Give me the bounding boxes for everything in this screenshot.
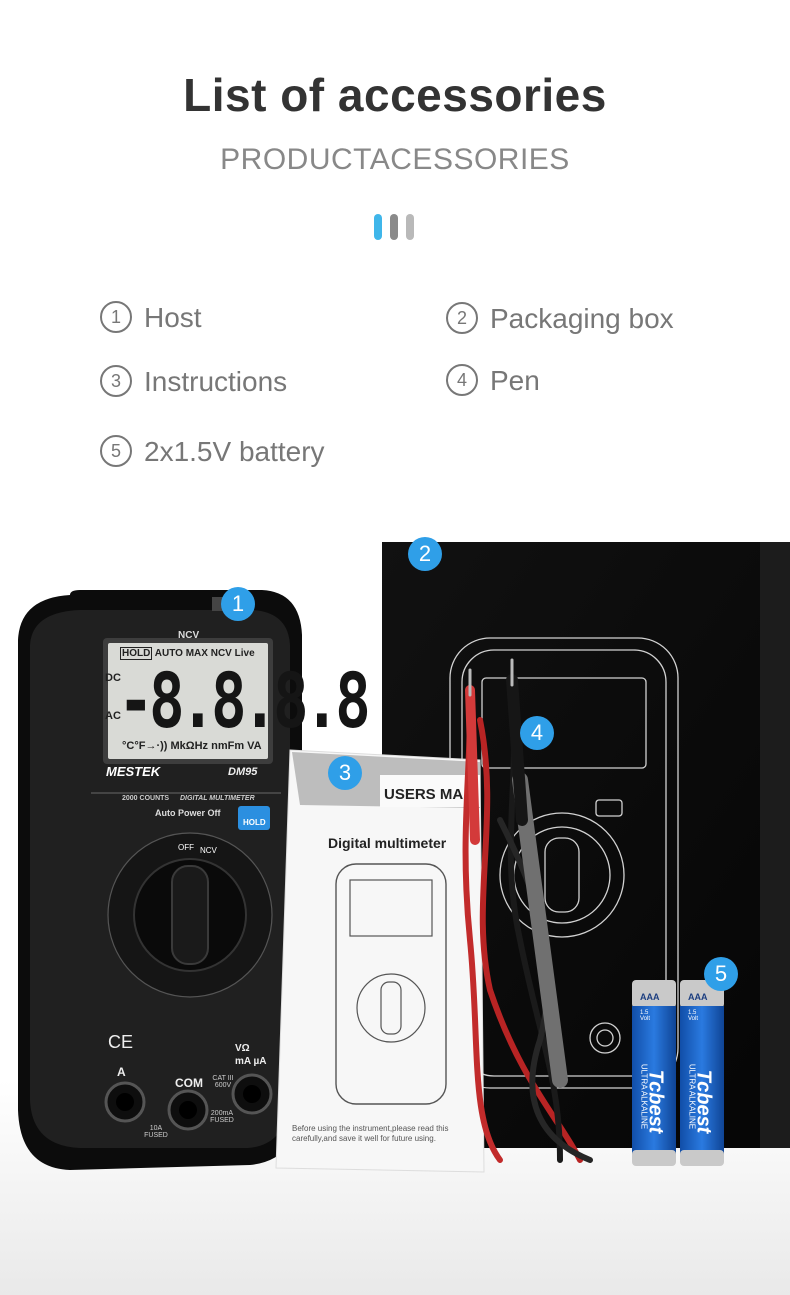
jack-com-label: COM	[175, 1076, 203, 1090]
bar-2	[390, 214, 398, 240]
meter-type: DIGITAL MULTIMETER	[180, 795, 255, 802]
decorative-bars	[374, 214, 418, 240]
lcd-flag-ncv: NCV	[210, 648, 232, 659]
battery-1-size: AAA	[640, 992, 660, 1002]
battery-2-voltage: 1.5 Volt	[688, 1010, 699, 1022]
item-label: Packaging box	[490, 303, 674, 334]
item-number: 1	[100, 300, 132, 333]
meter-model: DM95	[228, 766, 258, 778]
page-subtitle: PRODUCTACESSORIES	[220, 143, 570, 176]
meter-ncv-label: NCV	[178, 630, 200, 641]
fuse-a-label: 10A FUSED	[144, 1125, 168, 1139]
dial-off-label: OFF	[178, 843, 194, 852]
item-number: 4	[446, 363, 478, 396]
test-leads	[462, 658, 593, 1163]
battery-2-type: ULTRA ALKALINE	[687, 1063, 697, 1130]
badge-2: 2	[408, 537, 442, 571]
item-number: 5	[100, 434, 132, 467]
accessory-item-packaging-box: 2 Packaging box	[446, 301, 674, 337]
accessory-item-pen: 4 Pen	[446, 363, 540, 399]
meter-auto-off: Auto Power Off	[155, 808, 221, 818]
lcd-digits: -8.8.8.8	[118, 656, 371, 745]
accessory-item-instructions: 3 Instructions	[100, 364, 288, 400]
item-label: Pen	[490, 365, 540, 396]
jack-ma-label: mA µA	[235, 1056, 267, 1067]
box-side	[760, 542, 790, 1148]
lcd-flag-live: Live	[234, 648, 255, 659]
accessory-item-host: 1 Host	[100, 300, 202, 336]
manual-note-1: Before using the instrument,please read …	[292, 1124, 449, 1133]
lcd-flags: HOLD AUTO MAX NCV Live	[120, 647, 255, 660]
manual-title: Digital multimeter	[328, 835, 447, 851]
instruction-manual	[275, 749, 485, 1173]
manual-header: USERS MA	[384, 786, 464, 803]
bar-1	[374, 214, 382, 240]
meter-brand: MESTEK	[106, 764, 161, 779]
lcd-flag-hold: HOLD	[120, 647, 153, 660]
dial-ncv-label: NCV	[200, 846, 217, 855]
lcd-flag-auto: AUTO	[154, 648, 183, 659]
item-number: 2	[446, 301, 478, 334]
badge-1: 1	[221, 587, 255, 621]
page-title: List of accessories	[183, 69, 607, 121]
battery-2-size: AAA	[688, 992, 708, 1002]
jack-v-label: VΩ	[235, 1043, 250, 1054]
manual-note-2: carefully,and save it well for future us…	[292, 1134, 436, 1143]
bar-3	[406, 214, 414, 240]
item-label: Host	[144, 302, 202, 333]
badge-3: 3	[328, 756, 362, 790]
battery-1-type: ULTRA ALKALINE	[639, 1063, 649, 1130]
hold-button[interactable]: HOLD	[243, 818, 266, 827]
lcd-dc-label: DC	[105, 672, 121, 684]
batteries	[632, 980, 724, 1166]
item-label: 2x1.5V battery	[144, 436, 325, 467]
jack-a-label: A	[117, 1065, 126, 1079]
lcd-units: °C°F→·)) MkΩHz nmFm VA	[122, 740, 262, 752]
fuse-ma-label: 200mA FUSED	[210, 1110, 234, 1124]
item-label: Instructions	[144, 366, 288, 397]
product-illustration	[0, 542, 790, 1295]
cat-rating: CAT III 600V	[212, 1075, 234, 1089]
badge-5: 5	[704, 957, 738, 991]
battery-1-voltage: 1.5 Volt	[640, 1010, 651, 1022]
product-photo: NCV HOLD AUTO MAX NCV Live DC AC -8.8.8.…	[0, 520, 790, 1295]
meter-ce-mark: CE	[108, 1032, 134, 1052]
meter-counts: 2000 COUNTS	[122, 795, 170, 802]
item-number: 3	[100, 364, 132, 397]
accessory-item-battery: 5 2x1.5V battery	[100, 434, 325, 470]
badge-4: 4	[520, 716, 554, 750]
lcd-flag-max: MAX	[185, 648, 208, 659]
lcd-ac-label: AC	[105, 710, 121, 722]
